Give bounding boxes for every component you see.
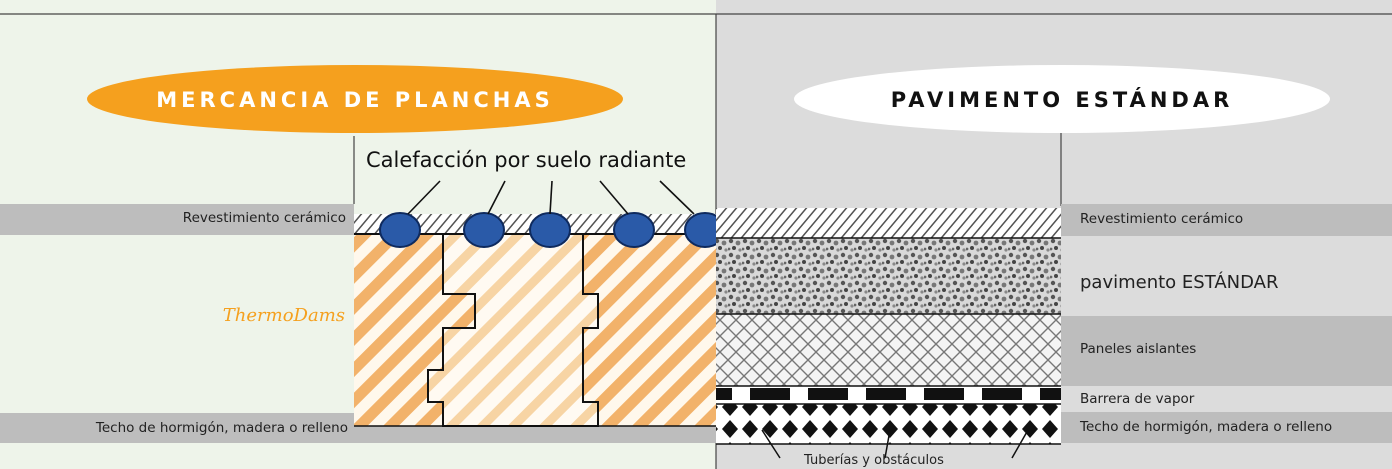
right-callout-pipes: Tuberías y obstáculos xyxy=(804,453,944,468)
right-label-vapor-barrier: Barrera de vapor xyxy=(1080,391,1195,407)
left-title: MERCANCIA DE PLANCHAS xyxy=(156,88,554,112)
right-title-pill xyxy=(794,65,1330,133)
left-title-pill xyxy=(87,65,623,133)
right-label-ceramic: Revestimiento cerámico xyxy=(1080,211,1244,227)
right-label-standard-floor: pavimento ESTÁNDAR xyxy=(1080,272,1279,293)
left-callout-heating: Calefacción por suelo radiante xyxy=(366,148,687,172)
heating-pipes xyxy=(379,212,726,248)
left-label-base: Techo de hormigón, madera o relleno xyxy=(95,420,348,436)
left-label-product: ThermoDams xyxy=(222,305,345,326)
right-label-base: Techo de hormigón, madera o relleno xyxy=(1080,419,1333,435)
right-title: PAVIMENTO ESTÁNDAR xyxy=(890,88,1234,112)
left-label-ceramic: Revestimiento cerámico xyxy=(182,210,346,226)
right-label-insulation: Paneles aislantes xyxy=(1080,341,1197,357)
